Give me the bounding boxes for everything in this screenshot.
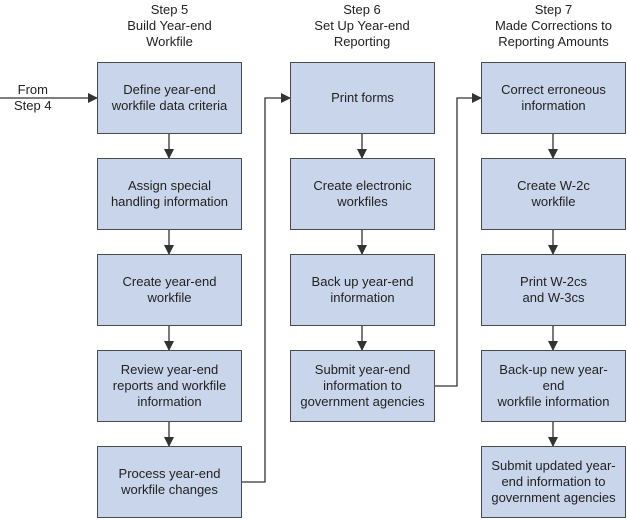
box-create-electronic-workfiles: Create electronic workfiles <box>290 158 435 230</box>
step-5-header: Step 5 Build Year-end Workfile <box>97 2 242 50</box>
box-submit-updated-year-end-information: Submit updated year- end information to … <box>481 446 626 518</box>
box-print-forms: Print forms <box>290 62 435 134</box>
box-back-up-new-year-end-workfile-information: Back-up new year-end workfile informatio… <box>481 350 626 422</box>
from-step-4-label: From Step 4 <box>14 82 52 113</box>
box-create-year-end-workfile: Create year-end workfile <box>97 254 242 326</box>
arrow-step-6-to-step-7 <box>435 93 482 387</box>
box-correct-erroneous-information: Correct erroneous information <box>481 62 626 134</box>
step-6-header: Step 6 Set Up Year-end Reporting <box>272 2 452 50</box>
step-6-subtitle-line-2: Reporting <box>333 34 391 49</box>
step-6-subtitle-line-1: Set Up Year-end <box>314 18 410 33</box>
step-5-subtitle-line-2: Workfile <box>146 34 193 49</box>
box-submit-year-end-information: Submit year-end information to governmen… <box>290 350 435 422</box>
step-7-header: Step 7 Made Corrections to Reporting Amo… <box>466 2 627 50</box>
box-assign-special-handling-information: Assign special handling information <box>97 158 242 230</box>
step-7-subtitle-line-2: Reporting Amounts <box>498 34 609 49</box>
box-create-w-2c-workfile: Create W-2c workfile <box>481 158 626 230</box>
arrow-step-5-to-step-6 <box>242 93 291 483</box>
step-5-title: Step 5 <box>150 2 189 17</box>
box-define-year-end-workfile-data-criteria: Define year-end workfile data criteria <box>97 62 242 134</box>
step-7-title: Step 7 <box>534 2 573 17</box>
box-review-year-end-reports: Review year-end reports and workfile inf… <box>97 350 242 422</box>
step-5-subtitle-line-1: Build Year-end <box>127 18 212 33</box>
step-6-title: Step 6 <box>343 2 381 17</box>
step-7-subtitle-line-1: Made Corrections to <box>494 18 613 33</box>
box-process-year-end-workfile-changes: Process year-end workfile changes <box>97 446 242 518</box>
box-print-w-2cs-and-w-3cs: Print W-2cs and W-3cs <box>481 254 626 326</box>
box-back-up-year-end-information: Back up year-end information <box>290 254 435 326</box>
